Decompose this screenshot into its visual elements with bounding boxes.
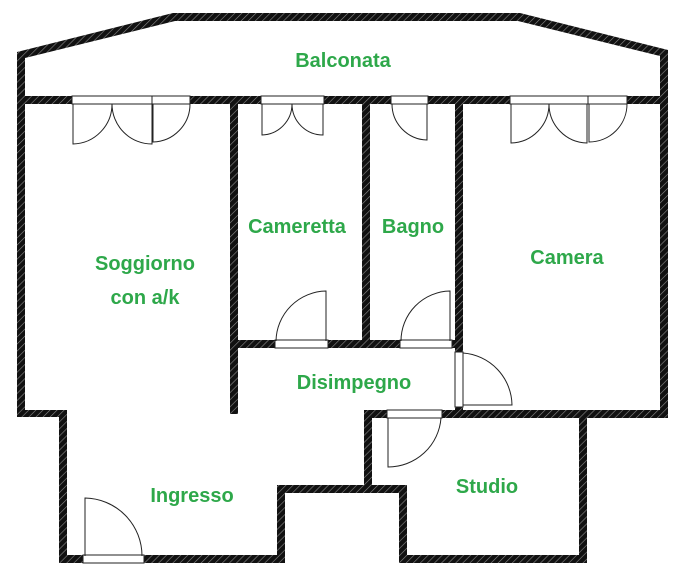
door-bagno[interactable] xyxy=(400,290,451,342)
wall xyxy=(232,340,463,348)
wall xyxy=(59,555,285,563)
wall xyxy=(364,410,372,493)
wall xyxy=(17,96,668,104)
label-ingresso: Ingresso xyxy=(150,485,233,507)
room-labels: Balconata Cameretta Bagno Camera Soggior… xyxy=(95,50,605,507)
label-camera: Camera xyxy=(530,247,604,269)
label-balconata: Balconata xyxy=(295,50,391,72)
doors xyxy=(72,103,628,557)
label-disimpegno: Disimpegno xyxy=(297,372,411,394)
door-camera-balcony[interactable] xyxy=(510,103,588,144)
wall xyxy=(399,485,407,563)
door-bagno-balcony[interactable] xyxy=(391,103,428,141)
wall xyxy=(277,485,407,493)
walls xyxy=(17,13,668,563)
wall xyxy=(579,410,587,563)
wall xyxy=(230,100,238,414)
wall xyxy=(17,96,25,417)
wall xyxy=(660,96,668,418)
door-camera[interactable] xyxy=(462,352,513,406)
door-camera-balcony-2[interactable] xyxy=(588,103,628,143)
wall xyxy=(277,485,285,563)
door-cameretta[interactable] xyxy=(275,290,327,342)
label-studio: Studio xyxy=(456,476,518,498)
door-ingresso[interactable] xyxy=(84,497,143,557)
door-soggiorno-balcony[interactable] xyxy=(72,103,153,145)
label-soggiorno-ak: con a/k xyxy=(111,287,181,309)
wall xyxy=(17,410,67,417)
wall xyxy=(364,410,668,418)
wall xyxy=(455,100,463,418)
wall xyxy=(362,100,370,348)
label-cameretta: Cameretta xyxy=(248,216,347,238)
door-cameretta-balcony[interactable] xyxy=(261,103,324,136)
wall xyxy=(399,555,587,563)
door-studio[interactable] xyxy=(387,417,442,468)
door-soggiorno-balcony-2[interactable] xyxy=(152,103,191,143)
label-bagno: Bagno xyxy=(382,216,444,238)
label-soggiorno: Soggiorno xyxy=(95,253,195,275)
wall xyxy=(59,410,67,563)
